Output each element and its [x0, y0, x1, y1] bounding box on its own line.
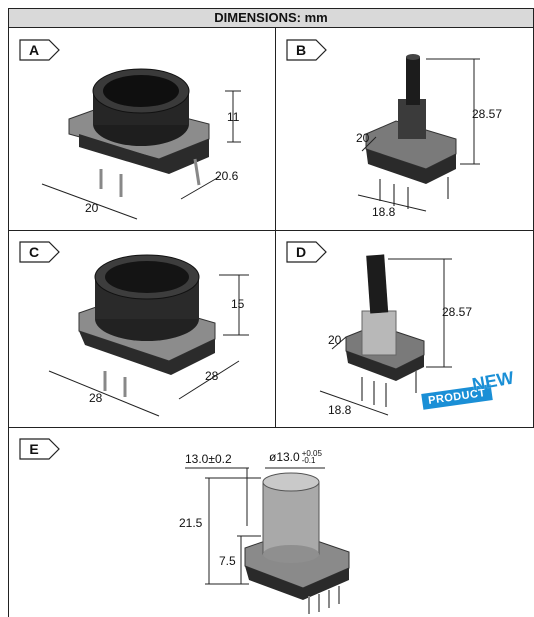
panel-d-tag: D [286, 241, 328, 263]
panel-e-base-height-label: 7.5 [219, 554, 236, 568]
panel-c-tag: C [19, 241, 61, 263]
panel-b-depth-label: 20 [356, 131, 370, 145]
panel-e-diameter-label: ø13.0+0.05-0.1 [269, 449, 322, 465]
panel-e-tolerance: +0.05-0.1 [301, 449, 322, 465]
section-title: DIMENSIONS: mm [8, 8, 534, 28]
frame-left-border [8, 28, 9, 617]
panel-e-tolerance-lower: -0.1 [301, 456, 316, 465]
panel-e-tolerance-upper: +0.05 [301, 449, 322, 458]
encoder-d-illustration [319, 254, 452, 416]
new-product-badge: PRODUCT NEW [421, 368, 532, 421]
panel-e-total-height-label: 21.5 [179, 516, 203, 530]
panel-b-width-label: 18.8 [372, 205, 396, 219]
panel-e-tag: E [19, 438, 61, 460]
panel-e: E 13.0±0.2 ø13.0+0.05-0.1 21.5 7.5 [9, 428, 534, 617]
panel-c-depth-label: 28 [205, 369, 219, 383]
panel-d-width-label: 18.8 [328, 403, 352, 417]
panel-d-height-label: 28.57 [442, 305, 473, 319]
panel-c-width-label: 28 [89, 391, 103, 405]
panel-e-diameter-value: ø13.0 [269, 450, 300, 464]
panel-a-tag: A [19, 39, 61, 61]
frame-row-divider-2 [8, 427, 534, 428]
panel-b-height-label: 28.57 [472, 107, 503, 121]
panel-a-depth-label: 20.6 [215, 169, 239, 183]
panel-c-height-label: 15 [231, 297, 245, 311]
panel-b-tag: B [286, 39, 328, 61]
panel-a-width-label: 20 [85, 201, 99, 215]
panel-c: C 15 28 28 [9, 231, 275, 427]
dimensions-sheet: DIMENSIONS: mm A [8, 8, 534, 617]
frame-vertical-divider [275, 28, 276, 427]
panel-b: B 28.57 20 18.8 [276, 29, 533, 230]
panel-d: D 28.57 20 18.8 PRODUCT NEW [276, 231, 533, 427]
encoder-b-illustration [357, 54, 480, 212]
frame-row-divider-1 [8, 230, 534, 231]
encoder-e-illustration [185, 467, 350, 614]
panel-a-height-label: 11 [227, 110, 240, 124]
panel-a: A 11 20.6 20 [9, 29, 275, 230]
encoder-a-illustration [41, 68, 241, 220]
panel-e-shaft-width-label: 13.0±0.2 [185, 452, 232, 466]
panel-d-depth-label: 20 [328, 333, 342, 347]
encoder-c-illustration [48, 254, 249, 417]
